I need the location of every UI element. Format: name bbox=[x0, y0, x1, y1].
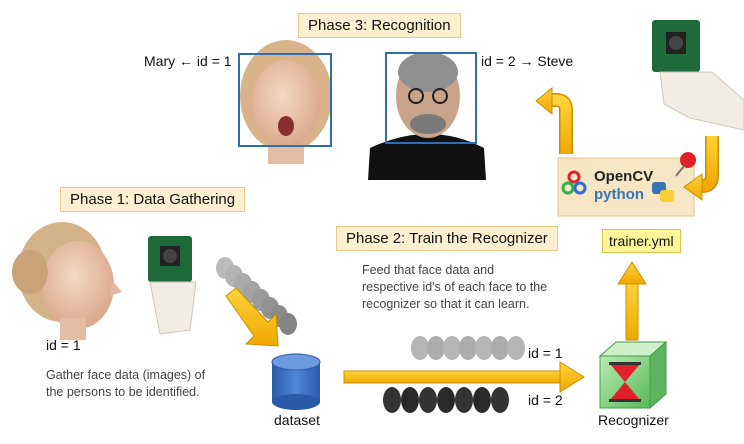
phase1-title: Phase 1: Data Gathering bbox=[60, 187, 246, 212]
phase2-id1-label: id = 1 bbox=[528, 345, 563, 361]
face-image-stack bbox=[216, 257, 297, 335]
steve-name: Steve bbox=[537, 53, 574, 69]
right-arrow-glyph: → bbox=[519, 53, 534, 69]
camera-module-top-icon bbox=[652, 20, 744, 131]
mary-face-image bbox=[240, 40, 332, 164]
arrow-to-recognizer bbox=[343, 361, 585, 393]
dataset-label: dataset bbox=[274, 412, 320, 428]
recognizer-cube-icon bbox=[598, 340, 668, 410]
python-text: python bbox=[594, 186, 644, 203]
mary-label: Mary ← id = 1 bbox=[144, 53, 232, 69]
dataset-cylinder-icon bbox=[271, 353, 321, 410]
phase1-id-label: id = 1 bbox=[46, 337, 81, 353]
recognizer-label: Recognizer bbox=[598, 412, 669, 428]
phase2-id2-label: id = 2 bbox=[528, 392, 563, 408]
steve-face-box bbox=[385, 52, 477, 144]
face-row-id2 bbox=[383, 387, 509, 413]
phase2-description-line1: Feed that face data and bbox=[362, 263, 495, 277]
phase2-description: Feed that face data and respective id's … bbox=[362, 262, 547, 313]
phase2-description-line2: respective id's of each face to the bbox=[362, 280, 548, 294]
left-arrow-glyph: ← bbox=[179, 53, 194, 69]
phase2-title: Phase 2: Train the Recognizer bbox=[336, 226, 558, 251]
mary-id: id = 1 bbox=[196, 53, 232, 69]
trainer-file-label: trainer.yml bbox=[602, 229, 681, 253]
steve-face-image bbox=[368, 52, 486, 180]
mary-face-box bbox=[238, 53, 332, 147]
arrow-to-trainer bbox=[617, 261, 647, 341]
steve-id: id = 2 bbox=[481, 53, 516, 69]
arrow-to-dataset bbox=[225, 287, 279, 347]
phase2-description-line3: recognizer so that it can learn. bbox=[362, 297, 530, 311]
opencv-python-panel bbox=[557, 152, 696, 217]
arrow-opencv-to-recognition bbox=[535, 86, 573, 154]
phase1-description-line2: the persons to be identified. bbox=[46, 385, 200, 399]
mary-name: Mary bbox=[144, 53, 176, 69]
woman-profile-image bbox=[12, 222, 122, 340]
opencv-text: OpenCV bbox=[594, 168, 654, 185]
camera-module-icon bbox=[148, 236, 197, 335]
phase3-title: Phase 3: Recognition bbox=[298, 13, 461, 38]
arrow-camera-to-opencv bbox=[683, 136, 719, 201]
phase1-description-line1: Gather face data (images) of bbox=[46, 368, 206, 382]
face-row-id1 bbox=[411, 336, 525, 360]
steve-label: id = 2 → Steve bbox=[481, 53, 573, 69]
phase1-description: Gather face data (images) of the persons… bbox=[46, 367, 205, 401]
